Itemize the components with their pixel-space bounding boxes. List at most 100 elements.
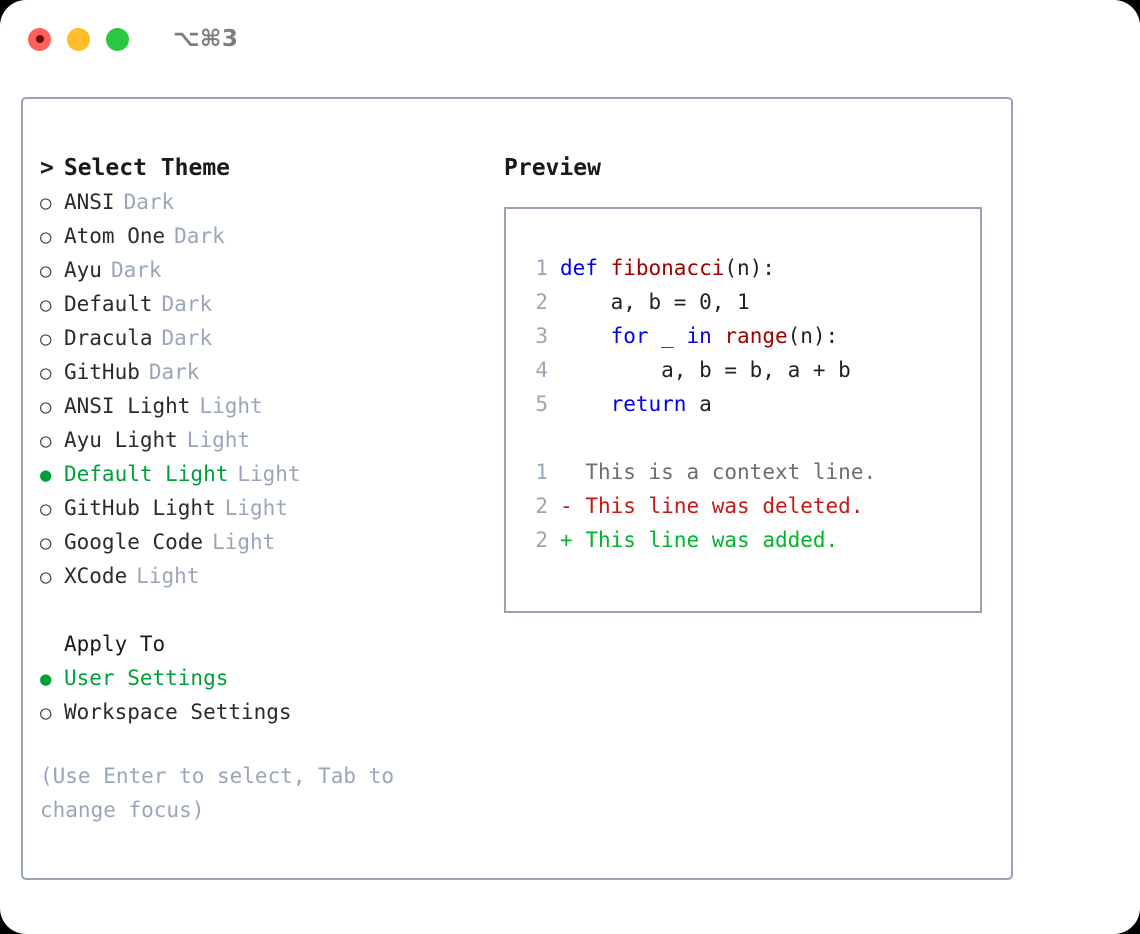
diff-spacer [522,421,980,455]
window-shortcut-label: ⌥⌘3 [173,26,239,52]
radio-unselected-icon: ○ [40,430,52,452]
code-token-kw: return [610,392,687,416]
theme-option-label: Google Code [64,530,204,554]
section-spacer [40,593,493,627]
code-token-plain: (n): [787,324,839,348]
code-token-plain [712,324,725,348]
diff-sample: 1 This is a context line.2- This line wa… [522,455,980,557]
diff-line-text: This is a context line. [585,460,877,484]
radio-unselected-icon: ○ [40,294,52,316]
code-token-kw: for [610,324,649,348]
caret-icon: > [40,155,54,181]
code-line-text: for _ in range(n): [560,319,839,353]
code-token-plain: (n): [724,256,775,280]
code-line-text: return a [560,387,712,421]
diff-spacer-char [573,489,586,523]
code-token-plain [560,324,611,348]
radio-unselected-icon: ○ [40,328,52,350]
apply-to-list: ● User Settings ○ Workspace Settings [40,661,493,729]
theme-option-ansi-light[interactable]: ○ ANSI Light Light [40,389,493,423]
theme-option-default-light[interactable]: ● Default Light Light [40,457,493,491]
radio-unselected-icon: ○ [40,702,52,724]
theme-option-variant-tag: Dark [148,360,200,384]
preview-heading: Preview [504,155,601,181]
theme-option-label: ANSI Light [64,394,191,418]
code-line: 4 a, b = b, a + b [522,353,980,387]
radio-unselected-icon: ○ [40,260,52,282]
keyboard-hint: (Use Enter to select, Tab to change focu… [40,764,407,822]
theme-option-variant-tag: Light [186,428,251,452]
theme-option-label: Default [64,292,153,316]
diff-line-ctx: 1 This is a context line. [522,455,980,489]
code-line-number: 5 [535,392,548,416]
theme-option-dracula[interactable]: ○ Dracula Dark [40,321,493,355]
theme-option-variant-tag: Dark [174,224,225,248]
traffic-light-buttons [28,27,129,51]
radio-unselected-icon: ○ [40,362,52,384]
apply-to-option-label: Workspace Settings [64,700,292,724]
apply-to-option-label: User Settings [64,666,229,690]
code-line-number: 1 [535,256,548,280]
radio-unselected-icon: ○ [40,396,52,418]
diff-line-del: 2- This line was deleted. [522,489,980,523]
theme-option-variant-tag: Light [237,462,301,486]
diff-marker: - [560,494,573,518]
theme-option-github-light[interactable]: ○ GitHub Light Light [40,491,493,525]
diff-line-number: 2 [535,528,548,552]
code-line-number: 2 [535,290,548,314]
radio-unselected-icon: ○ [40,226,52,248]
radio-selected-icon: ● [40,668,52,690]
theme-option-label: Dracula [64,326,153,350]
code-token-plain [560,392,611,416]
theme-option-variant-tag: Dark [161,326,213,350]
radio-selected-icon: ● [40,464,52,486]
diff-marker: + [560,528,573,552]
diff-line-number: 2 [535,494,548,518]
code-line-text: a, b = b, a + b [560,353,851,387]
code-token-kw: def [560,256,611,280]
diff-line-text: This line was deleted. [585,494,864,518]
theme-option-variant-tag: Dark [110,258,162,282]
theme-option-variant-tag: Dark [123,190,175,214]
radio-unselected-icon: ○ [40,498,52,520]
maximize-button[interactable] [106,27,129,51]
theme-option-label: ANSI [64,190,115,214]
theme-option-variant-tag: Light [199,394,263,418]
code-token-plain: a, b = b, a + b [560,358,851,382]
theme-option-ansi[interactable]: ○ ANSI Dark [40,185,493,219]
record-dot-icon [35,35,44,43]
diff-spacer-char [573,523,586,557]
code-line-text: a, b = 0, 1 [560,285,750,319]
apply-to-option-workspace-settings[interactable]: ○ Workspace Settings [40,695,493,729]
minimize-button[interactable] [67,27,90,51]
code-token-plain: a, b = 0, 1 [560,290,750,314]
apply-to-option-user-settings[interactable]: ● User Settings [40,661,493,695]
radio-unselected-icon: ○ [40,192,52,214]
theme-option-label: Default Light [64,462,229,486]
close-button[interactable] [28,27,51,51]
theme-option-label: GitHub [64,360,140,384]
theme-option-variant-tag: Light [136,564,200,588]
apply-to-heading: Apply To [64,632,166,656]
diff-line-add: 2 + This line was added. [522,523,980,557]
theme-option-variant-tag: Light [224,496,288,520]
code-line-text: def fibonacci(n): [560,251,775,285]
theme-option-github[interactable]: ○ GitHub Dark [40,355,493,389]
theme-option-label: GitHub Light [64,496,216,520]
code-token-plain: a [686,392,712,416]
diff-line-text: This line was added. [585,528,839,552]
diff-marker [560,455,573,489]
select-theme-heading: >Select Theme [40,151,493,185]
